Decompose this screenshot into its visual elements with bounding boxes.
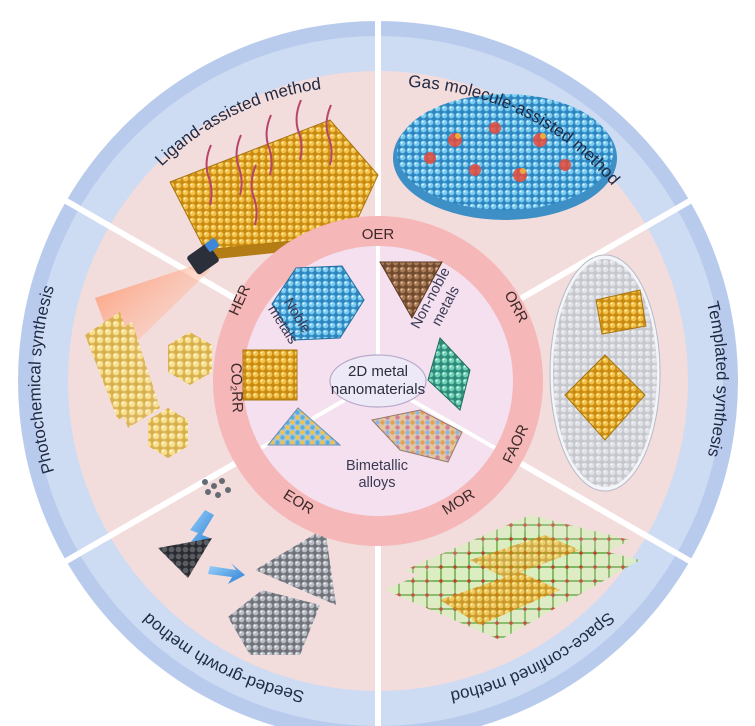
- center-title-line2: nanomaterials: [331, 381, 425, 398]
- reaction-label-oer: OER: [362, 226, 395, 243]
- gas-molecule-illustration: [393, 94, 617, 220]
- seeded-growth-illustration: [158, 478, 336, 655]
- category-bimetallic-line2: alloys: [358, 475, 395, 491]
- photochemical-stack: [85, 312, 160, 428]
- center-label-badge: [329, 354, 427, 408]
- templated-synthesis-illustration: [549, 254, 661, 492]
- category-bimetallic-line1: Bimetallic: [346, 458, 408, 474]
- category-illustrations: [242, 261, 471, 463]
- reaction-label-co2rr: CO₂RR: [227, 363, 246, 414]
- center-title-line1: 2D metal: [348, 363, 408, 380]
- space-confined-illustration: [385, 515, 640, 640]
- photochemical-illustration: [85, 238, 219, 458]
